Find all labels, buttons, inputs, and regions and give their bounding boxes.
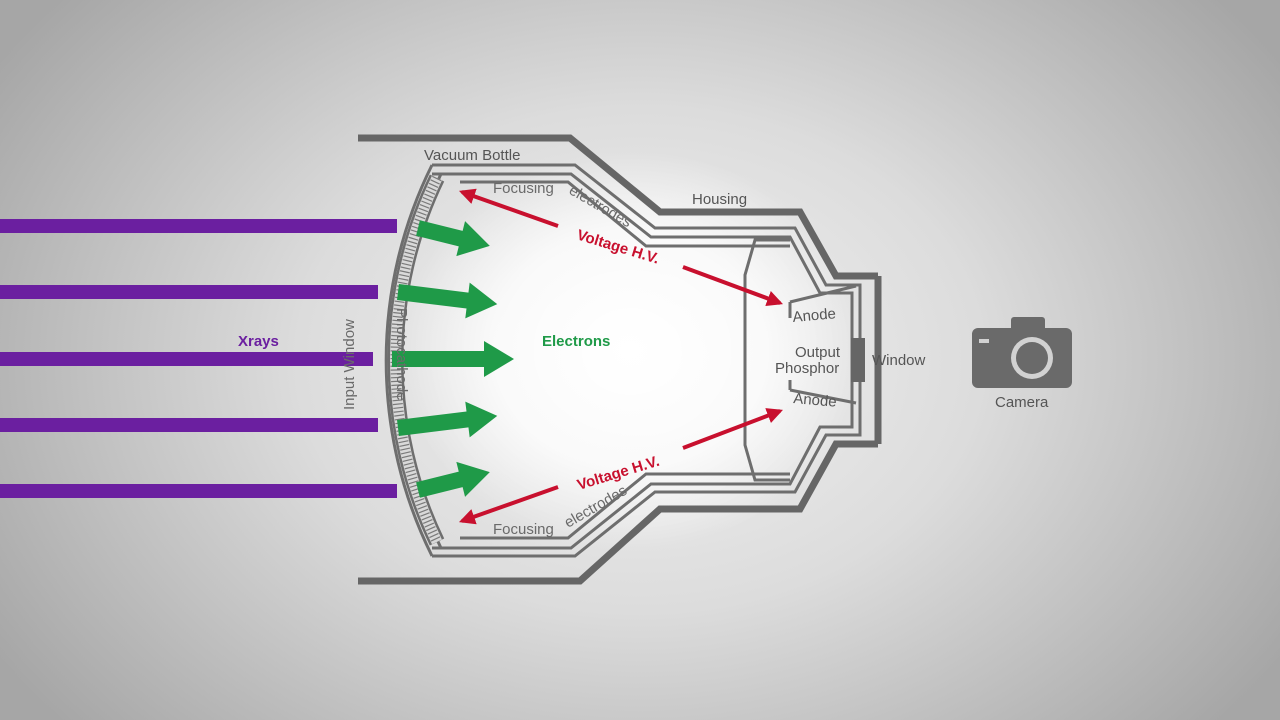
- voltage-arrow: [458, 485, 559, 525]
- electron-arrow: [392, 341, 514, 377]
- output-phosphor-label-1: Output: [795, 344, 841, 361]
- xray-beams: [0, 219, 397, 498]
- housing: [358, 134, 882, 585]
- output-phosphor: [851, 338, 865, 382]
- anode: [743, 238, 857, 482]
- window-label: Window: [872, 352, 926, 369]
- electrons-label: Electrons: [542, 333, 610, 350]
- photocathode-label: Photocathode: [393, 308, 410, 401]
- voltage-arrow: [682, 265, 784, 307]
- electron-arrow: [416, 220, 490, 257]
- electron-arrow: [416, 461, 490, 498]
- output-phosphor-label-2: Phosphor: [775, 360, 839, 377]
- voltage-arrow: [682, 408, 783, 450]
- anode-label-bottom: Anode: [793, 390, 838, 411]
- electron-arrow: [397, 282, 498, 319]
- housing-label: Housing: [692, 191, 747, 208]
- voltage-arrows: [458, 188, 784, 525]
- voltage-arrow: [458, 188, 559, 228]
- camera-label: Camera: [995, 394, 1049, 411]
- camera-icon: [972, 317, 1072, 388]
- electron-arrow: [397, 401, 498, 438]
- focusing-label-bottom: Focusing: [493, 521, 554, 538]
- anode-label-top: Anode: [792, 305, 837, 326]
- xrays-label: Xrays: [238, 333, 279, 350]
- electron-arrows: [392, 220, 514, 498]
- input-window-label: Input Window: [341, 319, 358, 410]
- focusing-electrodes: [460, 180, 790, 540]
- vacuum-bottle-label: Vacuum Bottle: [424, 147, 520, 164]
- focusing-label-top: Focusing: [493, 180, 554, 197]
